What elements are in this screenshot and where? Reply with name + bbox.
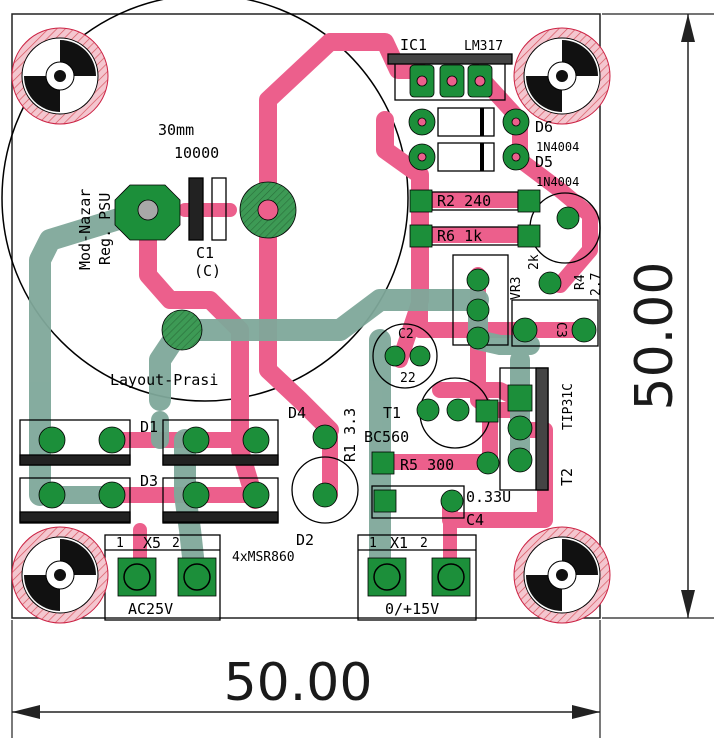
cap-value-label: 10000	[174, 144, 219, 162]
t1-label: T1	[383, 404, 401, 422]
t2-type-label: TIP31C	[561, 383, 576, 430]
r1-label: R1 3.3	[341, 408, 359, 462]
d1-label: D1	[140, 418, 158, 436]
d6-type-label: 1N4004	[536, 140, 579, 154]
c2-label: C2	[398, 327, 414, 342]
r4-value-label: 2.7	[589, 273, 604, 296]
c1-alt-label: (C)	[194, 262, 221, 280]
c1-label: C1	[196, 244, 214, 262]
c4-label: C4	[466, 511, 484, 529]
ic1-label: IC1	[400, 36, 427, 54]
dimension-height: 50.00	[602, 13, 714, 619]
layout-label: Layout-Prasi	[110, 371, 218, 389]
capacitor-c1-outline	[1, 0, 409, 402]
pads	[38, 64, 597, 597]
d2-label: D2	[296, 531, 314, 549]
x1-pin2-label: 2	[420, 536, 428, 551]
c3-label: C3	[553, 322, 568, 338]
dimension-width: 50.00	[11, 620, 601, 738]
width-dimension-label: 50.00	[224, 653, 373, 713]
r2-label: R2 240	[437, 192, 491, 210]
x5-pin2-label: 2	[172, 536, 180, 551]
d5-type-label: 1N4004	[536, 175, 579, 189]
r6-label: R6 1k	[437, 227, 482, 245]
silkscreen	[19, 53, 601, 621]
d5-label: D5	[535, 153, 553, 171]
c2-value-label: 22	[400, 371, 416, 386]
d3-label: D3	[140, 472, 158, 490]
x5-label: X5	[143, 534, 161, 552]
t1-type-label: BC560	[364, 428, 409, 446]
vertical-text-2: Reg. PSU	[96, 193, 114, 265]
x1-name-label: 0/+15V	[385, 600, 439, 618]
vr3-label: VR3	[509, 277, 524, 300]
d6-label: D6	[535, 118, 553, 136]
silkscreen-labels: IC1 LM317 D6 1N4004 D5 1N4004 30mm 10000…	[76, 36, 604, 618]
vertical-text-1: Mod-Nazar	[76, 189, 94, 270]
vr3-value-label: 2k	[527, 254, 542, 270]
height-dimension-label: 50.00	[625, 262, 685, 411]
x1-label: X1	[390, 534, 408, 552]
diode-array-label: 4xMSR860	[232, 550, 295, 565]
board-outline	[11, 13, 601, 619]
x1-pin1-label: 1	[369, 536, 377, 551]
x5-name-label: AC25V	[128, 600, 173, 618]
d4-label: D4	[288, 404, 306, 422]
c4-value-label: 0.33U	[466, 488, 511, 506]
r4-label: R4	[573, 274, 588, 290]
r5-label: R5 300	[400, 456, 454, 474]
x5-pin1-label: 1	[116, 536, 124, 551]
mounting-holes	[11, 27, 611, 624]
cap-size-label: 30mm	[158, 121, 194, 139]
ic1-type-label: LM317	[464, 39, 503, 54]
t2-label: T2	[558, 468, 576, 486]
